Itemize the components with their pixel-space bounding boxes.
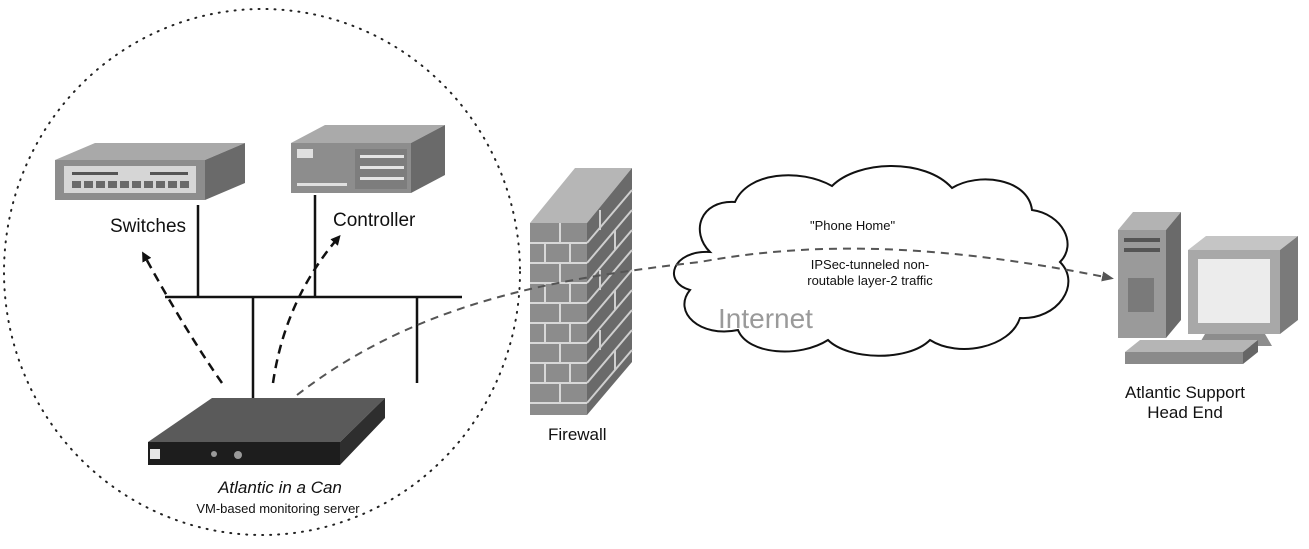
brick-firewall-icon <box>530 168 633 415</box>
atlantic-in-a-can-label: Atlantic in a Can <box>218 478 342 497</box>
controller-appliance-icon <box>291 125 445 193</box>
arrow-to-controller <box>271 234 341 384</box>
vm-server-label: VM-based monitoring server <box>196 501 360 516</box>
controller-label: Controller <box>333 210 416 231</box>
ipsec-label: IPSec-tunneled non-routable layer-2 traf… <box>807 257 933 288</box>
cloud-icon <box>673 165 1070 357</box>
phone-home-tunnel <box>296 247 1114 396</box>
site-boundary <box>3 8 521 536</box>
switches-label: Switches <box>110 216 187 237</box>
arrow-to-switches <box>142 251 224 384</box>
firewall-label: Firewall <box>548 425 607 444</box>
network-bus <box>165 195 462 398</box>
support-head-end-label: Atlantic Support Head End <box>1124 383 1245 422</box>
internet-label: Internet <box>718 303 813 334</box>
phone-home-label: "Phone Home" <box>810 218 896 233</box>
network-switch-icon <box>55 143 245 200</box>
rack-server-icon <box>148 398 385 465</box>
desktop-computer-icon <box>1118 212 1298 364</box>
